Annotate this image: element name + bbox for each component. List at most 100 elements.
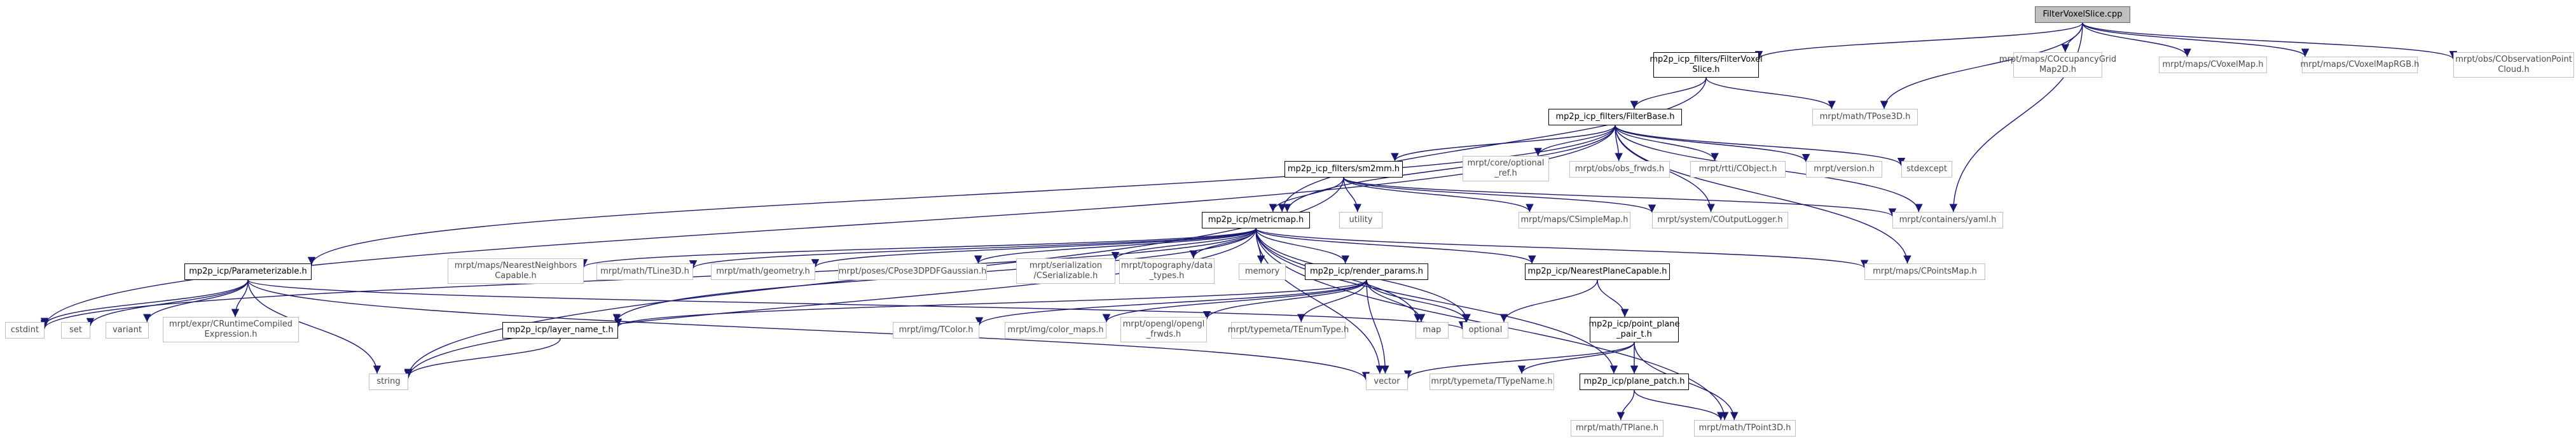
node-metricmap[interactable]: mp2p_icp/metricmap.h — [1202, 212, 1310, 228]
edge-renderparams-to-colormaps — [1102, 279, 1367, 323]
node-label-line: mrpt/maps/CSimpleMap.h — [1520, 215, 1629, 225]
node-label: mp2p_icp/layer_name_t.h — [507, 325, 613, 335]
node-label-line: mrpt/maps/CVoxelMap.h — [2162, 60, 2264, 69]
node-label-line: stdexcept — [1906, 164, 1947, 174]
node-optional[interactable]: optional — [1463, 322, 1508, 339]
node-npcapable[interactable]: mp2p_icp/NearestPlaneCapable.h — [1525, 263, 1670, 280]
node-label: mrpt/maps/CPointsMap.h — [1873, 267, 1977, 277]
node-label: mrpt/typemeta/TTypeName.h — [1431, 377, 1552, 387]
edge-root-to-voxelmap — [2082, 22, 2191, 57]
edge-sm2mm-to-yaml — [1343, 177, 1896, 217]
node-sm2mm[interactable]: mp2p_icp_filters/sm2mm.h — [1285, 161, 1403, 178]
edge-filterbase-to-cobject — [1615, 125, 1719, 162]
node-label-line: _pair_t.h — [1616, 330, 1652, 339]
node-filterbase[interactable]: mp2p_icp_filters/FilterBase.h — [1548, 109, 1682, 125]
node-pointplanepair[interactable]: mp2p_icp/point_plane_pair_t.h — [1588, 317, 1680, 342]
edge-metricmap-to-cpose3dpdfg — [974, 228, 1257, 264]
node-cobject[interactable]: mrpt/rtti/CObject.h — [1690, 161, 1786, 178]
edge-root-to-tpose3d — [1880, 22, 2083, 109]
node-label-line: mrpt/poses/CPose3DPDFGaussian.h — [838, 267, 987, 276]
node-label-line: /CSerializable.h — [1033, 271, 1098, 281]
node-label-line: map — [1422, 325, 1442, 335]
node-label-line: memory — [1244, 267, 1280, 276]
edge-filterbase-to-parameterizable — [307, 125, 1616, 265]
node-voxelmap[interactable]: mrpt/maps/CVoxelMap.h — [2159, 57, 2267, 73]
node-planepatch[interactable]: mp2p_icp/plane_patch.h — [1580, 374, 1689, 390]
node-label-line: _types.h — [1149, 271, 1185, 281]
node-label: mp2p_icp/plane_patch.h — [1584, 377, 1685, 387]
node-label-line: Expression.h — [204, 330, 258, 339]
node-tpose3d[interactable]: mrpt/math/TPose3D.h — [1812, 109, 1918, 125]
node-topodata[interactable]: mrpt/topography/data_types.h — [1119, 258, 1215, 284]
node-label-line: utility — [1349, 215, 1373, 225]
edge-pointplanepair-to-ttypename — [1517, 342, 1635, 374]
node-tenumtype[interactable]: mrpt/typemeta/TEnumType.h — [1228, 322, 1349, 339]
edge-renderparams-to-openglfrwds — [1202, 279, 1367, 319]
node-string[interactable]: string — [369, 374, 408, 390]
node-label: mrpt/system/COutputLogger.h — [1657, 215, 1782, 225]
node-parameterizable[interactable]: mp2p_icp/Parameterizable.h — [184, 263, 312, 280]
node-colormaps[interactable]: mrpt/img/color_maps.h — [1005, 322, 1106, 339]
node-obsfrwds[interactable]: mrpt/obs/obs_frwds.h — [1569, 161, 1670, 178]
edge-filterbase-to-sm2mm — [1391, 125, 1616, 162]
node-stdexcept[interactable]: stdexcept — [1901, 161, 1952, 178]
node-csimplemap[interactable]: mrpt/maps/CSimpleMap.h — [1519, 212, 1630, 228]
node-label: utility — [1349, 215, 1373, 225]
node-label: FilterVoxelSlice.cpp — [2043, 10, 2123, 20]
node-coutputlogger[interactable]: mrpt/system/COutputLogger.h — [1652, 212, 1788, 228]
node-cserializable[interactable]: mrpt/serialization/CSerializable.h — [1016, 258, 1115, 284]
node-label-line: mrpt/img/color_maps.h — [1007, 325, 1104, 335]
node-version[interactable]: mrpt/version.h — [1806, 161, 1882, 178]
edge-metricmap-to-planepatch — [1255, 228, 1618, 374]
node-yaml[interactable]: mrpt/containers/yaml.h — [1892, 212, 2003, 228]
node-variant[interactable]: variant — [106, 322, 149, 339]
node-coreopt[interactable]: mrpt/core/optional_ref.h — [1463, 156, 1549, 181]
node-label-line: mrpt/expr/CRuntimeCompiled — [169, 319, 293, 329]
node-utility[interactable]: utility — [1339, 212, 1382, 228]
node-set[interactable]: set — [61, 322, 90, 339]
node-label: mrpt/typemeta/TEnumType.h — [1228, 325, 1349, 335]
edge-sm2mm-to-coutputlogger — [1343, 177, 1656, 213]
edge-npcapable-to-pointplanepair — [1597, 279, 1629, 318]
node-tline3d[interactable]: mrpt/math/TLine3D.h — [596, 263, 693, 280]
node-label-line: _frwds.h — [1146, 330, 1181, 339]
edge-filterbase-to-version — [1615, 125, 1810, 162]
node-label-line: FilterVoxelSlice.cpp — [2042, 10, 2123, 19]
node-ttypename[interactable]: mrpt/typemeta/TTypeName.h — [1429, 374, 1554, 390]
node-openglfrwds[interactable]: mrpt/opengl/opengl_frwds.h — [1120, 317, 1207, 342]
node-layername[interactable]: mp2p_icp/layer_name_t.h — [502, 322, 618, 339]
node-label-line: mrpt/opengl/opengl — [1122, 319, 1205, 329]
node-renderparams[interactable]: mp2p_icp/render_params.h — [1305, 263, 1428, 280]
edge-renderparams-to-vector — [1366, 279, 1389, 374]
node-label: mrpt/rtti/CObject.h — [1698, 164, 1777, 174]
node-memory[interactable]: memory — [1239, 263, 1286, 280]
node-root[interactable]: FilterVoxelSlice.cpp — [2035, 6, 2130, 23]
edge-metricmap-to-nnc — [580, 228, 1257, 268]
edge-metricmap-to-tline3d — [689, 228, 1257, 269]
edge-metricmap-to-renderparams — [1255, 228, 1349, 264]
node-geometry[interactable]: mrpt/math/geometry.h — [711, 263, 815, 280]
node-tplane[interactable]: mrpt/math/TPlane.h — [1571, 420, 1663, 437]
node-cpointsmap[interactable]: mrpt/maps/CPointsMap.h — [1864, 263, 1985, 280]
node-label: mrpt/topography/data_types.h — [1121, 261, 1213, 281]
node-label: set — [69, 325, 82, 335]
node-tpoint3d[interactable]: mrpt/math/TPoint3D.h — [1694, 420, 1796, 437]
node-cstdint[interactable]: cstdint — [5, 322, 45, 339]
node-label-line: mp2p_icp/plane_patch.h — [1583, 377, 1685, 386]
node-label-line: variant — [113, 325, 142, 335]
node-map[interactable]: map — [1415, 322, 1449, 339]
node-cpose3dpdfg[interactable]: mrpt/poses/CPose3DPDFGaussian.h — [838, 263, 987, 280]
node-vector[interactable]: vector — [1366, 374, 1408, 390]
node-tcolor[interactable]: mrpt/img/TColor.h — [893, 322, 979, 339]
edge-fvs-h-to-tpose3d — [1705, 77, 1836, 109]
node-voxelrgb[interactable]: mrpt/maps/CVoxelMapRGB.h — [2300, 57, 2420, 73]
